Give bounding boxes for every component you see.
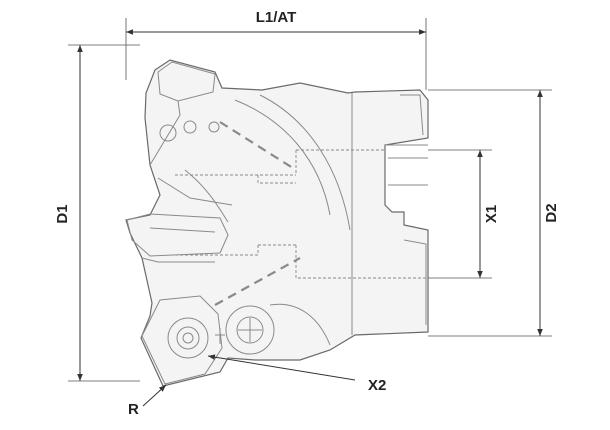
- dimension-d1: D1: [54, 44, 140, 382]
- label-d2: D2: [543, 203, 560, 222]
- leader-r: R: [128, 384, 167, 418]
- cutter-body: [125, 59, 429, 387]
- label-x1: X1: [483, 205, 500, 223]
- label-d1: D1: [54, 204, 71, 223]
- label-x2: X2: [368, 377, 386, 394]
- dimension-d2: D2: [428, 89, 560, 337]
- label-l1-at: L1/AT: [256, 9, 297, 26]
- leader-x2: X2: [207, 354, 386, 394]
- label-r: R: [128, 401, 139, 418]
- hidden-lines: [175, 121, 428, 306]
- dimension-x1: X1: [428, 149, 500, 279]
- dimension-l1-at: L1/AT: [125, 9, 427, 90]
